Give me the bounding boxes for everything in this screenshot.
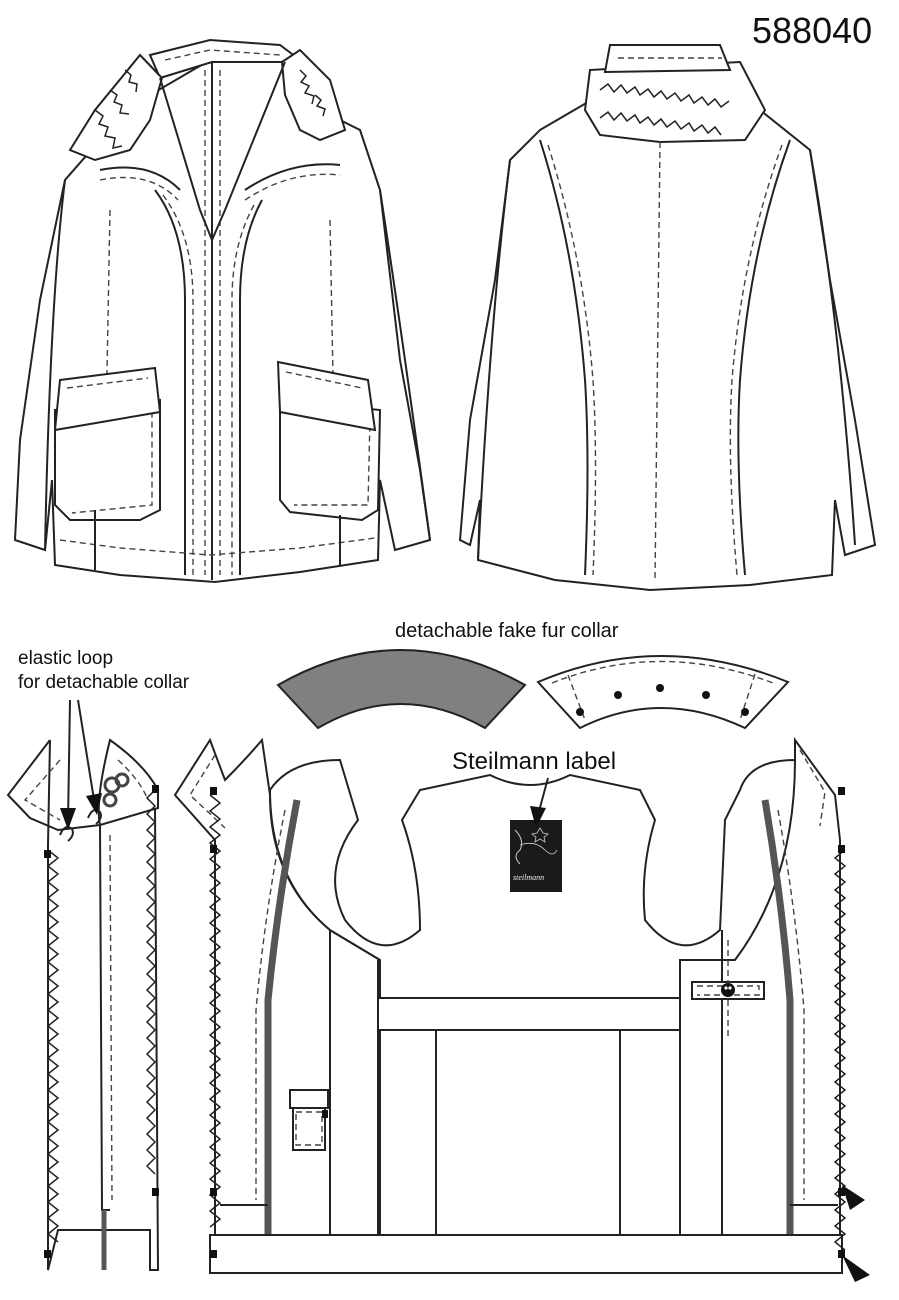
elastic-loop-annotation-line2: for detachable collar [18,672,190,693]
label-tag-text: steilmann [513,873,545,882]
jacket-front-view [13,38,432,584]
elastic-loop-annotation-line1: elastic loop [18,648,114,669]
label-arrow [530,777,549,828]
collar-annotation: detachable fake fur collar [395,620,619,642]
label-annotation: Steilmann label [452,748,617,775]
front-edge-detail [6,699,160,1271]
jacket-back-view [458,44,877,592]
jacket-inside-view [173,736,870,1282]
collar-outer-grey [276,649,527,730]
steilmann-label-tag [510,820,562,892]
collar-inner-with-buttons [536,655,790,730]
article-number: 588040 [752,10,873,51]
